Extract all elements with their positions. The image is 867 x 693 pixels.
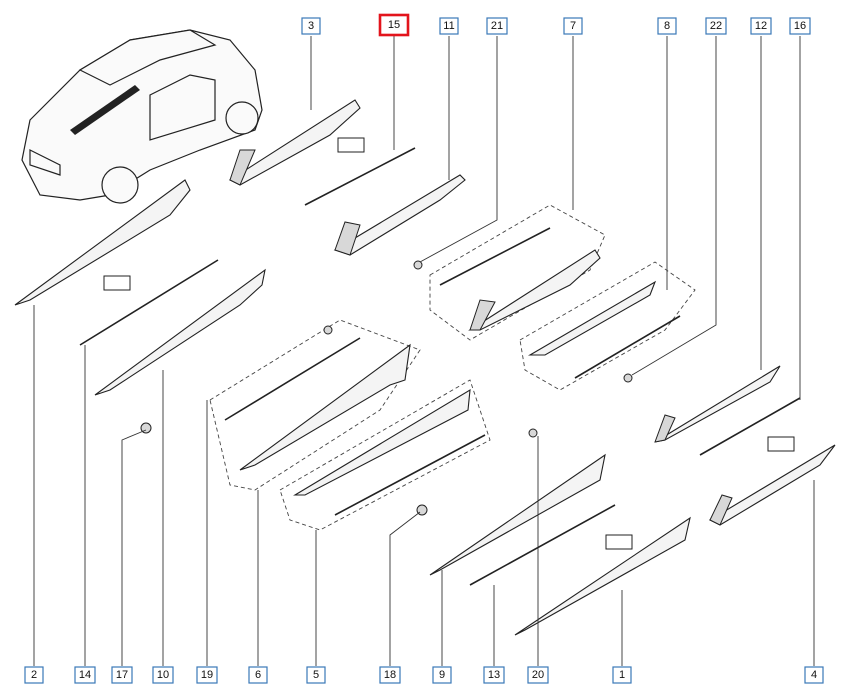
callout-4[interactable]: 4: [804, 666, 824, 684]
part-11-trim: [333, 174, 466, 256]
callout-22[interactable]: 22: [705, 17, 727, 35]
callout-18[interactable]: 18: [379, 666, 401, 684]
clip-reference-boxes: [103, 137, 795, 550]
svg-text:16: 16: [794, 20, 806, 32]
part-7-trim: [468, 249, 601, 331]
callout-14[interactable]: 14: [74, 666, 96, 684]
svg-text:8: 8: [664, 20, 670, 32]
svg-text:7: 7: [570, 20, 576, 32]
svg-text:10: 10: [157, 669, 169, 681]
svg-text:18: 18: [384, 669, 396, 681]
svg-text:15: 15: [388, 19, 400, 31]
svg-text:14: 14: [79, 669, 91, 681]
svg-text:4: 4: [811, 669, 817, 681]
svg-text:17: 17: [116, 669, 128, 681]
part-16-strip: [699, 397, 801, 456]
part-9-trim: [429, 453, 606, 576]
svg-text:3: 3: [308, 20, 314, 32]
part-1-trim: [514, 516, 691, 636]
part-15-strip: [304, 147, 416, 206]
part-2-trim: [14, 179, 191, 306]
svg-text:11: 11: [443, 20, 454, 32]
callout-5[interactable]: 5: [306, 666, 326, 684]
svg-text:21: 21: [491, 20, 503, 32]
callout-12[interactable]: 12: [750, 17, 772, 35]
callout-19[interactable]: 19: [196, 666, 218, 684]
svg-text:6: 6: [255, 669, 261, 681]
callout-15[interactable]: 15: [378, 13, 410, 37]
leader-lines: [33, 36, 815, 666]
part-13-strip: [469, 504, 616, 586]
callout-13[interactable]: 13: [483, 666, 505, 684]
svg-text:12: 12: [755, 20, 767, 32]
svg-text:5: 5: [313, 669, 319, 681]
part-6-trim: [224, 337, 411, 471]
svg-text:1: 1: [619, 669, 625, 681]
callout-16[interactable]: 16: [789, 17, 811, 35]
callout-11[interactable]: 11: [439, 17, 459, 35]
callout-6[interactable]: 6: [248, 666, 268, 684]
part-3-trim: [228, 99, 361, 186]
svg-text:19: 19: [201, 669, 213, 681]
part-4-trim: [708, 444, 836, 526]
part-21-strip: [439, 227, 551, 286]
part-10-trim: [94, 268, 266, 396]
svg-text:9: 9: [439, 669, 445, 681]
callout-1[interactable]: 1: [612, 666, 632, 684]
part-12-trim: [654, 365, 781, 443]
callout-2[interactable]: 2: [24, 666, 44, 684]
callout-17[interactable]: 17: [111, 666, 133, 684]
callout-9[interactable]: 9: [432, 666, 452, 684]
part-8-trim: [527, 280, 681, 379]
fasteners: [140, 260, 633, 516]
part-14-strip: [79, 259, 219, 346]
svg-text:22: 22: [710, 20, 722, 32]
callout-21[interactable]: 21: [486, 17, 508, 35]
svg-text:20: 20: [532, 669, 544, 681]
svg-text:2: 2: [31, 669, 37, 681]
svg-text:13: 13: [488, 669, 500, 681]
callout-10[interactable]: 10: [152, 666, 174, 684]
callout-20[interactable]: 20: [527, 666, 549, 684]
callout-7[interactable]: 7: [563, 17, 583, 35]
callout-8[interactable]: 8: [657, 17, 677, 35]
group-outlines: [209, 204, 696, 531]
car-illustration: [21, 29, 263, 204]
part-5-trim: [293, 388, 486, 516]
callout-3[interactable]: 3: [301, 17, 321, 35]
